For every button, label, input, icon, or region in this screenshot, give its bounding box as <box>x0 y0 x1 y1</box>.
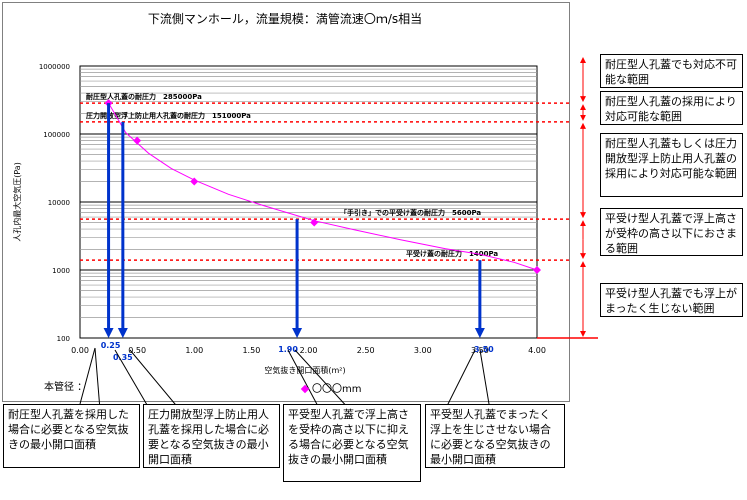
bottom-callout-4: 平受型人孔蓋でまったく浮上を生じさせない場合に必要となる空気抜きの最小開口面積 <box>425 404 565 468</box>
bottom-callout-1: 耐圧型人孔蓋を採用した場合に必要となる空気抜きの最小開口面積 <box>3 404 140 468</box>
bottom-callout-3: 平受型人孔蓋で浮上高さを受枠の高さ以下に抑える場合に必要となる空気抜きの最小開口… <box>283 404 421 482</box>
range-arrows <box>537 57 598 339</box>
x-axis-label: 空気抜き開口面積(m²) <box>264 365 345 375</box>
series-curve <box>108 102 538 271</box>
tick-labels: 0.00 0.50 1.00 1.50 2.00 2.50 3.00 3.50 4.00 100 1… <box>39 63 546 355</box>
threshold-label: 圧力開放型浮上防止用人孔蓋の耐圧力 151000Pa <box>86 111 251 120</box>
blue-arrow-head <box>117 328 128 338</box>
pipe-marker-icon <box>300 384 310 394</box>
y-tick-label: 1000000 <box>39 63 70 71</box>
threshold-label: 平受け蓋の耐圧力 1400Pa <box>406 249 498 258</box>
y-tick-label: 10000 <box>48 199 70 207</box>
right-note-3: 耐圧型人孔蓋もしくは圧力開放型浮上防止用人孔蓋の採用により対応可能な範囲 <box>600 133 743 197</box>
threshold-lines: 耐圧型人孔蓋の耐圧力 285000Pa 圧力開放型浮上防止用人孔蓋の耐圧力 151… <box>80 92 570 261</box>
pipe-size: 〇〇〇mm <box>300 380 362 395</box>
point-label: 1.90 <box>278 345 298 354</box>
chart-title: 下流側マンホール，流量規模：満管流速〇ｍ/s相当 <box>148 11 422 26</box>
y-axis-label: 人孔内最大空気圧(Pa) <box>12 162 22 242</box>
pipe-label: 本管径 ： <box>44 378 87 393</box>
bottom-callout-4-text: 平受型人孔蓋でまったく浮上を生じさせない場合に必要となる空気抜きの最小開口面積 <box>430 408 551 466</box>
x-tick-label: 4.00 <box>528 346 546 355</box>
threshold-label: 「手引き」での平受け蓋の耐圧力 5600Pa <box>340 208 481 217</box>
right-note-5-text: 平受け型人孔蓋でも浮上がまったく生じない範囲 <box>605 287 737 315</box>
y-tick-label: 1000 <box>52 267 70 275</box>
point-label: 3.50 <box>474 345 494 354</box>
right-note-2: 耐圧型人孔蓋の採用により対応可能な範囲 <box>600 91 743 125</box>
right-note-1-text: 耐圧型人孔蓋でも対応不可能な範囲 <box>605 58 737 86</box>
right-note-3-text: 耐圧型人孔蓋もしくは圧力開放型浮上防止用人孔蓋の採用により対応可能な範囲 <box>605 137 737 180</box>
bottom-callout-2: 圧力開放型浮上防止用人孔蓋を採用した場合に必要となる空気抜きの最小開口面積 <box>143 404 280 468</box>
pipe-label-text: 本管径 ： <box>44 382 88 393</box>
blue-arrow-head <box>292 328 303 338</box>
threshold-label: 耐圧型人孔蓋の耐圧力 285000Pa <box>86 92 202 101</box>
callout-pointers <box>79 347 491 411</box>
bottom-callout-2-text: 圧力開放型浮上防止用人孔蓋を採用した場合に必要となる空気抜きの最小開口面積 <box>148 408 269 466</box>
grid <box>80 68 537 339</box>
series-marker <box>533 266 541 274</box>
blue-arrow-head <box>474 328 485 338</box>
right-note-5: 平受け型人孔蓋でも浮上がまったく生じない範囲 <box>600 283 743 317</box>
series-marker <box>133 136 142 145</box>
blue-arrows <box>103 103 485 338</box>
y-tick-label: 100000 <box>43 131 70 139</box>
right-note-4-text: 平受け型人孔蓋で浮上高さが受枠の高さ以下におさまる範囲 <box>605 212 737 255</box>
bottom-callout-1-text: 耐圧型人孔蓋を採用した場合に必要となる空気抜きの最小開口面積 <box>8 408 129 451</box>
x-tick-label: 3.00 <box>414 346 432 355</box>
y-tick-label: 100 <box>57 335 70 343</box>
x-tick-label: 2.00 <box>300 346 318 355</box>
point-labels: 0.25 0.35 1.90 3.50 <box>101 341 494 362</box>
right-note-2-text: 耐圧型人孔蓋の採用により対応可能な範囲 <box>605 95 737 123</box>
series-marker <box>190 177 199 186</box>
series-marker <box>310 218 319 227</box>
blue-arrow-head <box>103 328 114 338</box>
x-tick-label: 0.50 <box>128 346 146 355</box>
x-tick-label: 1.50 <box>242 346 260 355</box>
right-note-1: 耐圧型人孔蓋でも対応不可能な範囲 <box>600 54 743 88</box>
pipe-size-text: 〇〇〇mm <box>312 384 362 395</box>
right-note-4: 平受け型人孔蓋で浮上高さが受枠の高さ以下におさまる範囲 <box>600 208 743 256</box>
x-tick-label: 1.00 <box>185 346 203 355</box>
bottom-callout-3-text: 平受型人孔蓋で浮上高さを受枠の高さ以下に抑える場合に必要となる空気抜きの最小開口… <box>288 408 409 466</box>
x-tick-label: 0.00 <box>71 346 89 355</box>
point-label: 0.25 <box>101 341 121 350</box>
point-label: 0.35 <box>113 353 133 362</box>
x-tick-label: 2.50 <box>357 346 375 355</box>
